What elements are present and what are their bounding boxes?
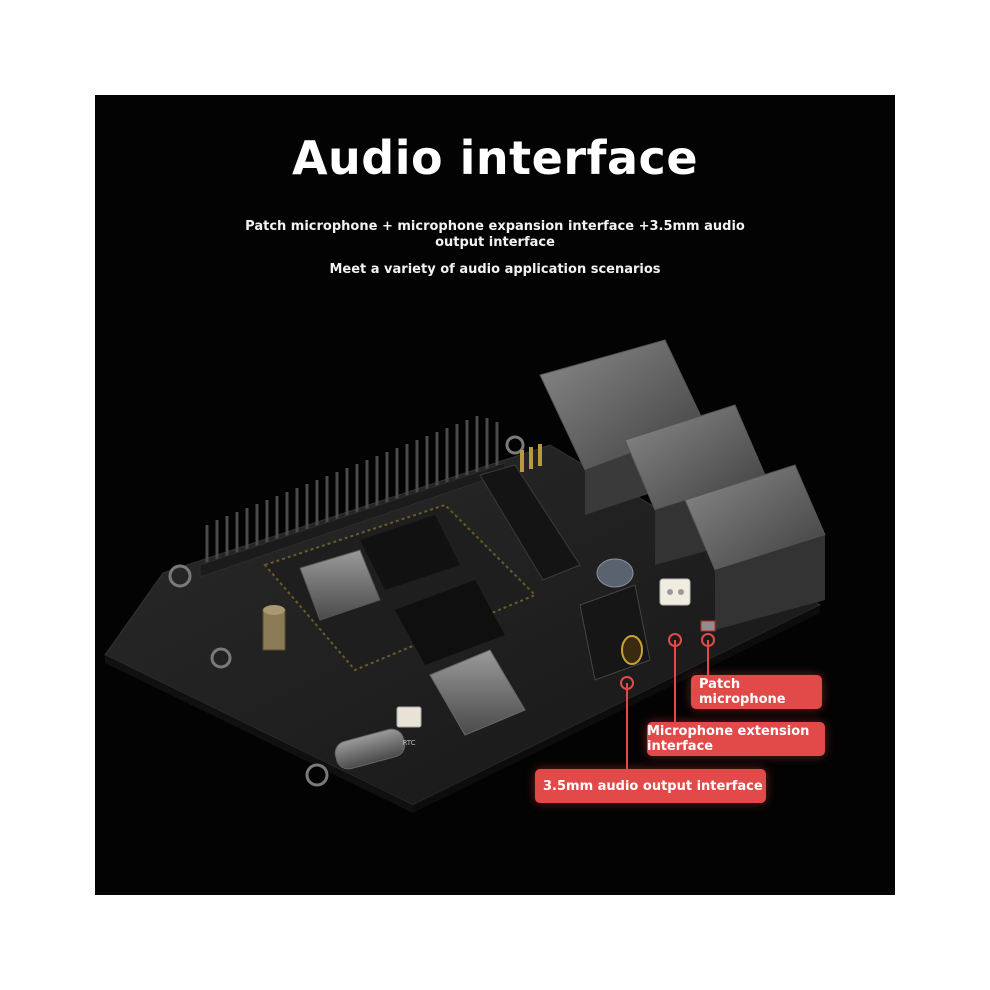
callout-audio-output-label: 3.5mm audio output interface bbox=[543, 778, 763, 794]
gpio-header bbox=[205, 416, 499, 563]
rtc-label: RTC bbox=[402, 739, 415, 747]
mounting-holes bbox=[168, 435, 525, 787]
standoff bbox=[262, 609, 286, 651]
rtc-connector bbox=[396, 706, 422, 728]
callout-patch-microphone: Patch microphone bbox=[691, 675, 822, 709]
callout-audio-output: 3.5mm audio output interface bbox=[535, 769, 766, 803]
callout-microphone-extension: Microphone extension interface bbox=[647, 722, 825, 756]
patch-microphone bbox=[700, 620, 716, 632]
boot-header bbox=[520, 444, 542, 472]
wifi-module bbox=[299, 549, 381, 621]
product-panel: Audio interface Patch microphone + micro… bbox=[95, 95, 895, 895]
board-illustration: RTC bbox=[104, 339, 826, 813]
callout-patch-microphone-label: Patch microphone bbox=[699, 677, 786, 707]
core-module bbox=[263, 503, 537, 672]
mic-extension-connector bbox=[659, 578, 691, 606]
usb-c-port bbox=[334, 728, 406, 770]
callout-microphone-extension-label: Microphone extension interface bbox=[647, 724, 810, 754]
capacitor bbox=[596, 558, 634, 588]
subtitle-line-1: Patch microphone + microphone expansion … bbox=[245, 219, 745, 250]
page-title: Audio interface bbox=[291, 131, 699, 185]
sim-slot bbox=[429, 649, 526, 736]
m2-slot bbox=[479, 464, 581, 581]
subtitle-line-2: Meet a variety of audio application scen… bbox=[329, 262, 661, 277]
